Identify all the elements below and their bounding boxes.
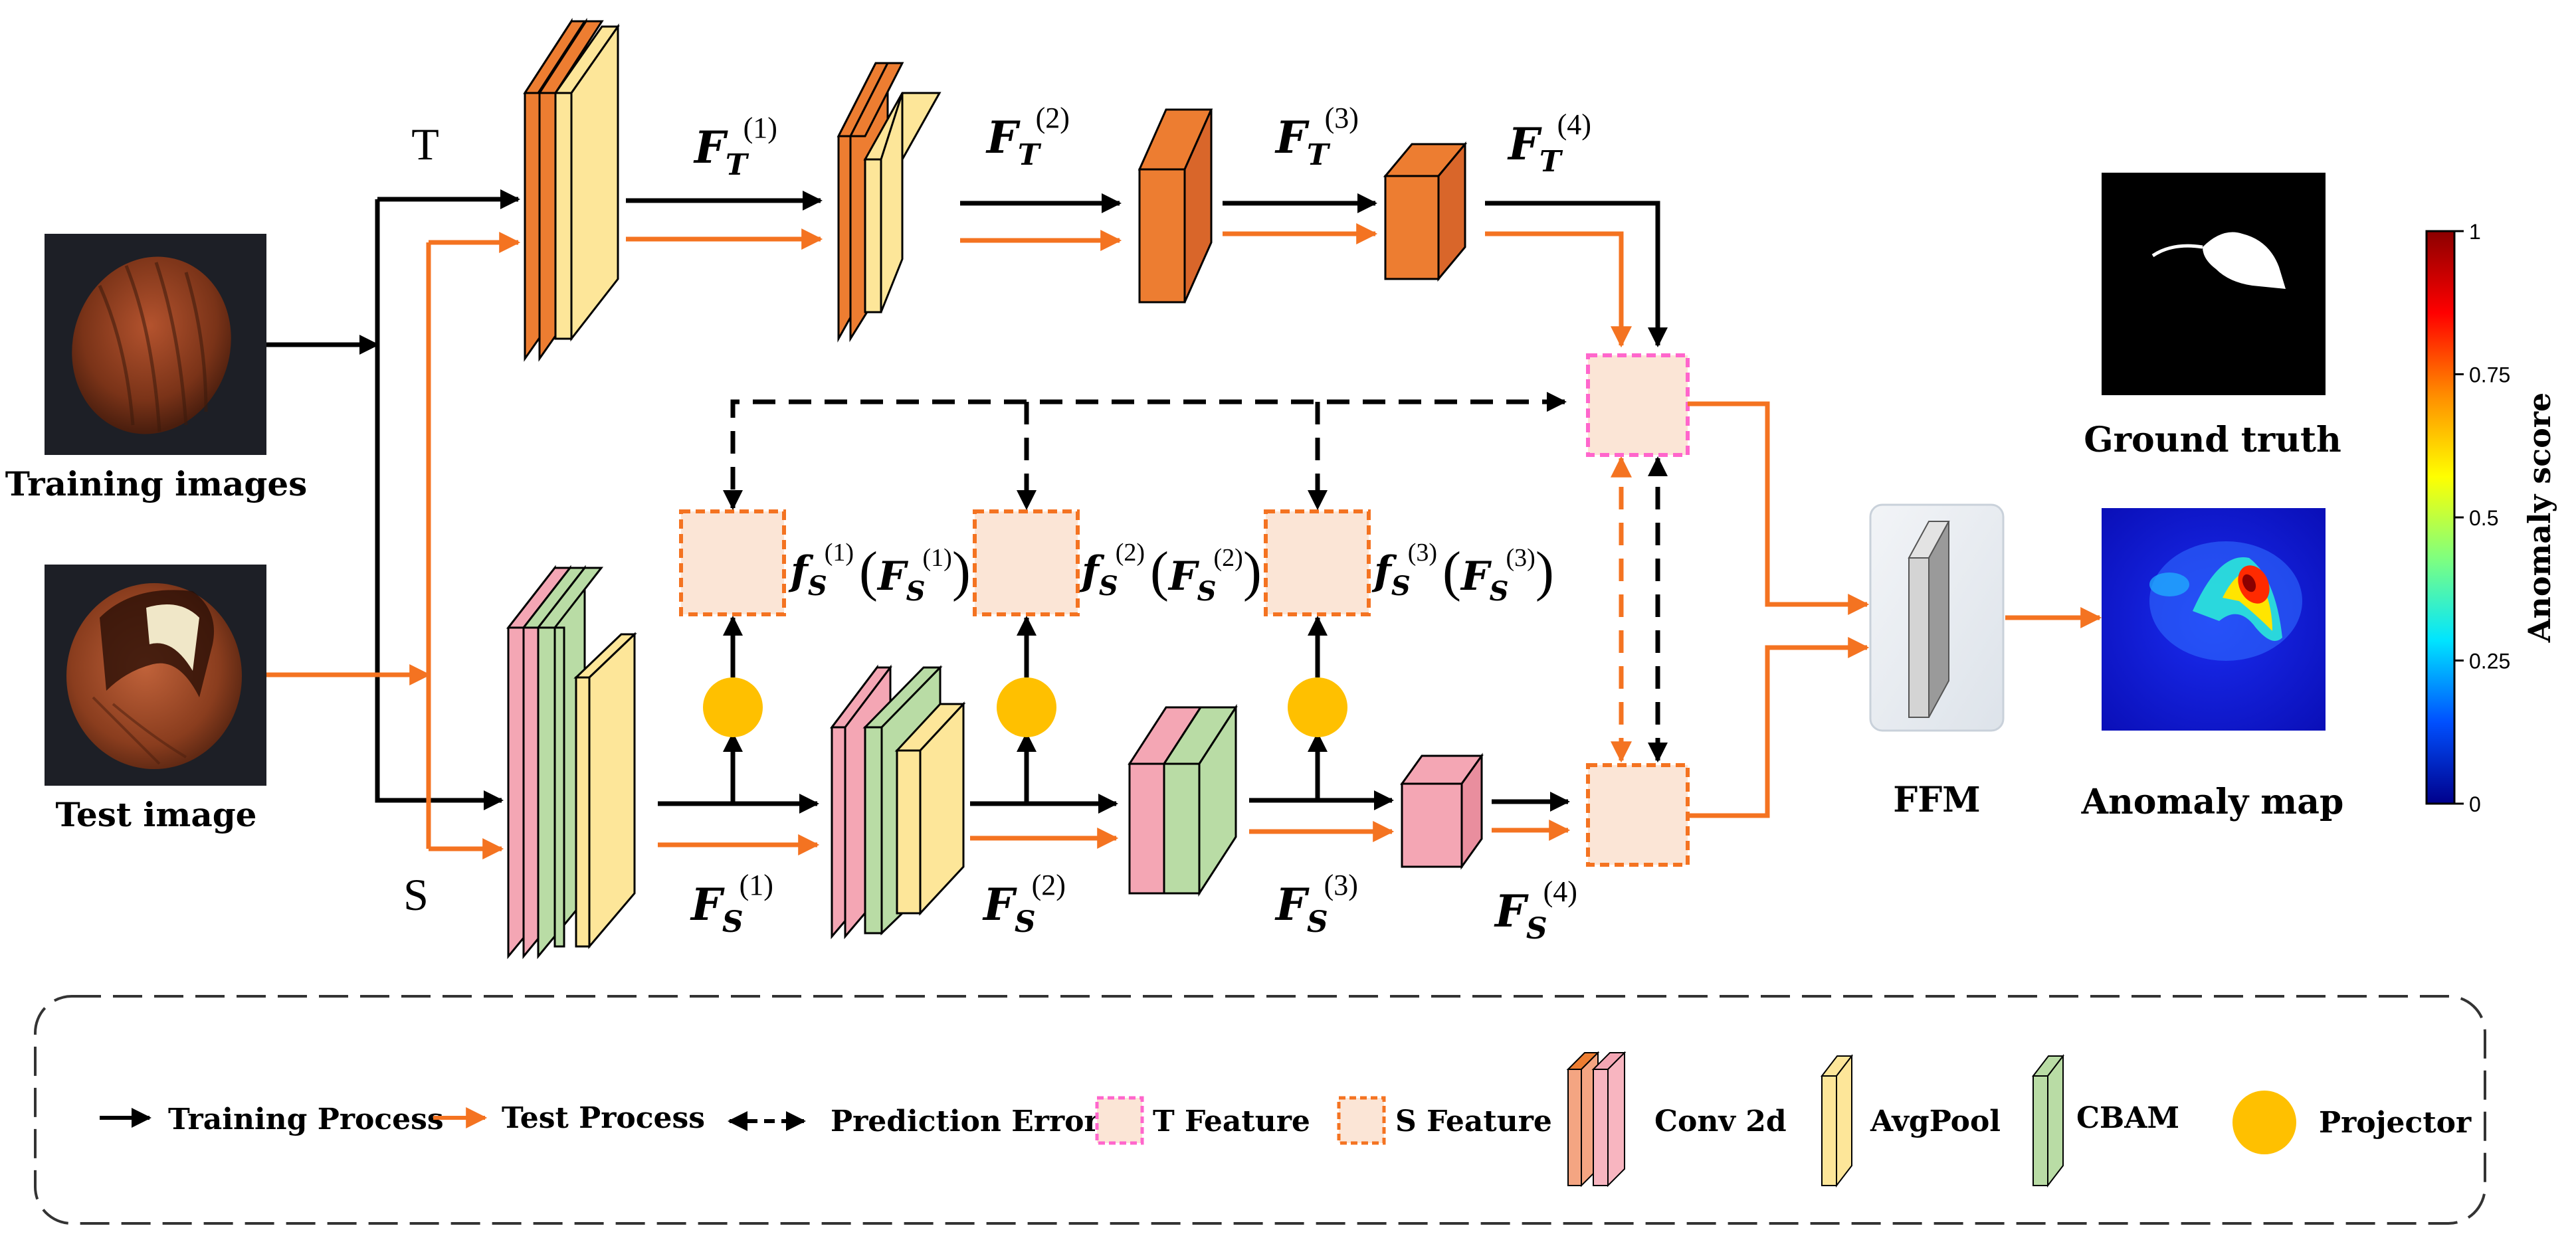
cbam-layer — [1163, 762, 1201, 895]
s-feature-box-3 — [1264, 509, 1371, 616]
teacher-block-4 — [1383, 141, 1468, 282]
t-feature-box — [1586, 353, 1690, 457]
prediction-error-routing — [723, 392, 1668, 762]
teacher-blocks — [523, 17, 1468, 362]
projector-1 — [703, 677, 763, 737]
s-feature-box-2 — [973, 509, 1080, 616]
student-block-3 — [1128, 703, 1238, 897]
projected-feature-labels: fS(1)(FS(1)) fS(2)(FS(2)) fS(3)(FS(3)) — [788, 539, 1554, 607]
student-block-4 — [1400, 753, 1484, 870]
conv2d-layer — [1401, 782, 1463, 868]
training-image — [45, 234, 266, 455]
anomaly-map-image — [2102, 508, 2326, 731]
legend-training-label: Training Process — [168, 1103, 444, 1136]
legend-test-label: Test Process — [502, 1101, 705, 1135]
student-block-1 — [506, 565, 637, 960]
avgpool-layer — [554, 92, 573, 340]
teacher-feature-4-label: FT(4) — [1507, 108, 1591, 179]
projected-feature-2-label: fS(2)(FS(2)) — [1079, 539, 1262, 607]
student-block-2 — [829, 664, 966, 940]
legend-projector-swatch — [2232, 1091, 2296, 1154]
projector-2 — [997, 677, 1056, 737]
ffm-module — [1869, 503, 2005, 732]
colorbar-tick-label: 0.25 — [2469, 650, 2510, 673]
teacher-branch-label: T — [411, 119, 439, 169]
projected-feature-1-label: fS(1)(FS(1)) — [788, 539, 971, 607]
colorbar-tick-label: 1 — [2469, 220, 2481, 244]
student-feature-2-label: FS(2) — [982, 869, 1066, 939]
teacher-feature-2-label: FT(2) — [985, 102, 1070, 172]
legend-avgpool-swatch — [1820, 1054, 1854, 1188]
input-routing — [266, 189, 521, 859]
conv2d-layer — [1384, 175, 1440, 280]
student-feature-labels: FS(1) FS(2) FS(3) FS(4) — [690, 869, 1577, 946]
legend: Training Process Test Process Prediction… — [34, 995, 2486, 1225]
student-feature-4-label: FS(4) — [1494, 875, 1577, 946]
projectors — [703, 677, 1347, 737]
colorbar-tick-label: 0.75 — [2469, 363, 2510, 387]
training-images-label: Training images — [5, 464, 308, 503]
teacher-feature-labels: FT(1) FT(2) FT(3) FT(4) — [693, 102, 1591, 182]
teacher-feature-1-label: FT(1) — [693, 112, 777, 182]
conv2d-layer — [1128, 762, 1165, 895]
conv2d-layer — [1138, 168, 1186, 304]
test-image-label: Test image — [55, 795, 256, 834]
colorbar-title: Anomaly score — [2522, 393, 2557, 644]
legend-projector-label: Projector — [2319, 1106, 2472, 1140]
legend-t-feature-label: T Feature — [1153, 1105, 1310, 1138]
colorbar-ticks: 1 0.75 0.5 0.25 0 — [2454, 220, 2510, 816]
teacher-block-2 — [837, 62, 941, 343]
colorbar-tick-label: 0 — [2469, 792, 2481, 816]
ffm-label: FFM — [1893, 780, 1980, 820]
colorbar: 1 0.75 0.5 0.25 0 Anomaly score — [2425, 220, 2557, 816]
teacher-feature-3-label: FT(3) — [1274, 102, 1359, 172]
student-branch-label: S — [403, 869, 429, 920]
legend-frame — [34, 995, 2486, 1225]
test-image — [45, 565, 266, 786]
legend-s-feature-label: S Feature — [1395, 1105, 1552, 1138]
legend-avgpool-label: AvgPool — [1870, 1105, 2001, 1138]
s-feature-boxes — [679, 509, 1371, 616]
projector-3 — [1288, 677, 1347, 737]
s-feature-box-1 — [679, 509, 786, 616]
student-feature-1-label: FS(1) — [690, 869, 773, 939]
legend-s-feature-swatch — [1337, 1096, 1386, 1145]
student-feature-3-label: FS(3) — [1274, 869, 1358, 939]
legend-conv2d-swatch — [1566, 1051, 1627, 1188]
s-feature-box-4 — [1586, 763, 1690, 867]
cbam-layer — [864, 726, 883, 934]
student-stage-arrows — [658, 616, 1571, 855]
ground-truth-image — [2102, 173, 2326, 395]
colorbar-tick-label: 0.5 — [2469, 506, 2498, 530]
teacher-stage-arrows — [626, 191, 1668, 348]
teacher-block-3 — [1138, 108, 1213, 304]
legend-error-label: Prediction Error — [831, 1105, 1100, 1138]
legend-cbam-swatch — [2031, 1054, 2065, 1188]
ground-truth-label: Ground truth — [2084, 420, 2341, 460]
avgpool-layer — [896, 749, 922, 915]
legend-cbam-label: CBAM — [2076, 1101, 2179, 1135]
student-blocks — [506, 565, 1484, 960]
anomaly-map-label: Anomaly map — [2081, 782, 2344, 822]
colorbar-gradient — [2425, 230, 2456, 805]
projected-feature-3-label: fS(3)(FS(3)) — [1371, 539, 1554, 607]
legend-t-feature-swatch — [1095, 1096, 1144, 1145]
avgpool-layer — [864, 158, 882, 313]
fusion-inputs — [1688, 401, 2102, 818]
avgpool-layer — [575, 676, 591, 948]
legend-conv2d-label: Conv 2d — [1654, 1105, 1787, 1138]
teacher-block-1 — [523, 17, 620, 362]
